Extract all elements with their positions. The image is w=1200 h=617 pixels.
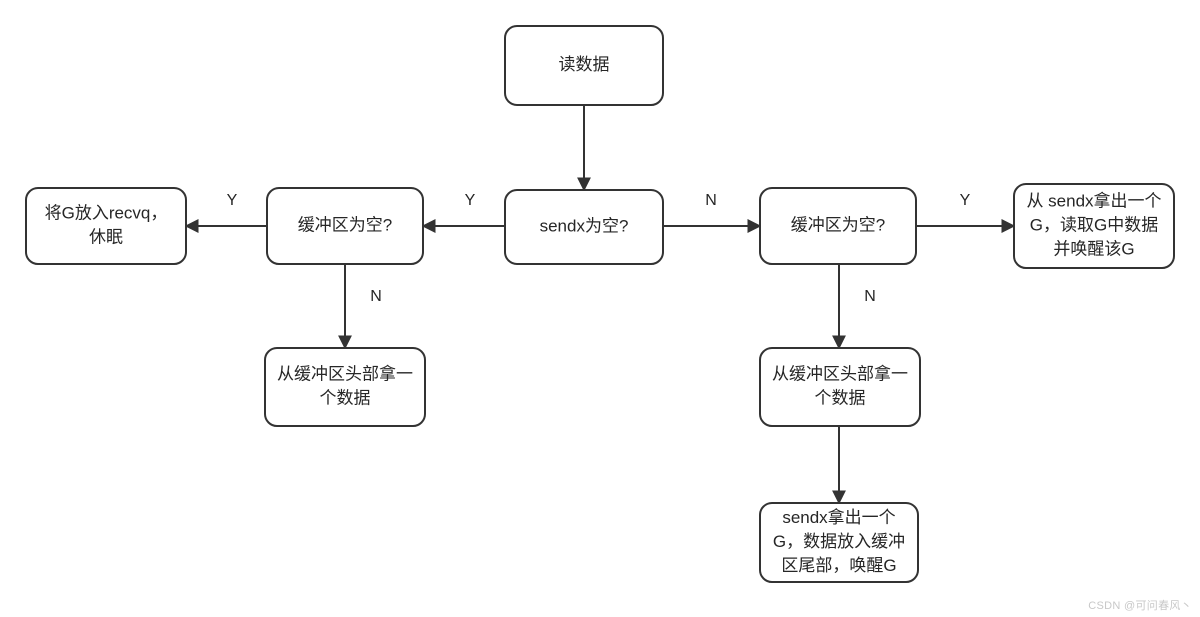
node-take-one-data-from-buffer-head-right-box[interactable]	[759, 347, 921, 427]
node-take-g-from-sendx-read-and-wake-line-2: 并唤醒该G	[1053, 239, 1134, 258]
node-take-g-from-sendx-read-and-wake-line-0: 从 sendx拿出一个	[1026, 190, 1161, 210]
node-sendx-empty-line-0: sendx为空?	[540, 216, 629, 235]
node-read-data-line-0: 读数据	[559, 55, 610, 74]
node-buffer-empty-right-line-0: 缓冲区为空?	[791, 215, 885, 234]
edge-buffer-empty-left-no-to-take-buffer-head-left: N	[338, 264, 382, 350]
nodes-layer: 读数据sendx为空?缓冲区为空?将G放入recvq，休眠从缓冲区头部拿一个数据…	[25, 25, 1175, 583]
node-buffer-empty-left-line-0: 缓冲区为空?	[298, 215, 392, 234]
node-take-g-from-sendx-read-and-wake-line-1: G，读取G中数据	[1030, 215, 1158, 234]
node-put-g-into-recvq-sleep-line-1: 休眠	[89, 227, 123, 246]
node-take-one-data-from-buffer-head-left-box[interactable]	[264, 347, 426, 427]
edge-sendx-empty-yes-to-buffer-empty-left: Y	[421, 192, 505, 233]
node-take-one-data-from-buffer-head-right-line-1: 个数据	[815, 388, 866, 407]
node-buffer-empty-left-box[interactable]	[266, 187, 424, 265]
edge-sendx-empty-no-to-buffer-empty-right: N	[663, 192, 762, 233]
edges-layer: Y Y N N Y N	[184, 105, 1016, 505]
node-sendx-take-g-put-data-to-buffer-tail-wake-box[interactable]	[759, 502, 919, 583]
node-sendx-take-g-put-data-to-buffer-tail-wake-line-0: sendx拿出一个	[782, 507, 895, 527]
node-sendx-empty-box[interactable]	[504, 189, 664, 265]
edge-buffer-empty-left-no-to-take-buffer-head-left-label: N	[370, 288, 382, 305]
edge-sendx-empty-yes-to-buffer-empty-left-label: Y	[465, 192, 476, 209]
node-sendx-empty[interactable]: sendx为空?	[504, 189, 664, 265]
node-sendx-take-g-put-data-to-buffer-tail-wake-line-2: 区尾部，唤醒G	[781, 556, 896, 575]
edge-buffer-empty-right-no-to-take-buffer-head-right: N	[832, 264, 876, 350]
node-put-g-into-recvq-sleep-line-0: 将G放入recvq，	[45, 203, 168, 222]
edge-buffer-empty-left-yes-to-put-g-recvq: Y	[184, 192, 267, 233]
node-read-data-box[interactable]	[504, 25, 664, 106]
node-put-g-into-recvq-sleep-box[interactable]	[25, 187, 187, 265]
node-put-g-into-recvq-sleep[interactable]: 将G放入recvq， 休眠	[25, 187, 187, 265]
watermark-label: CSDN @可问春风丶	[1088, 600, 1192, 612]
node-buffer-empty-right-box[interactable]	[759, 187, 917, 265]
edge-buffer-empty-right-yes-to-take-g-from-sendx: Y	[916, 192, 1016, 233]
node-read-data[interactable]: 读数据	[504, 25, 664, 106]
node-buffer-empty-left[interactable]: 缓冲区为空?	[266, 187, 424, 265]
node-buffer-empty-right[interactable]: 缓冲区为空?	[759, 187, 917, 265]
node-take-one-data-from-buffer-head-left-line-1: 个数据	[320, 388, 371, 407]
node-sendx-take-g-put-data-to-buffer-tail-wake-line-1: G，数据放入缓冲	[773, 532, 905, 551]
node-take-one-data-from-buffer-head-right-line-0: 从缓冲区头部拿一	[772, 363, 908, 383]
edge-sendx-empty-no-to-buffer-empty-right-label: N	[705, 192, 717, 209]
node-take-g-from-sendx-read-and-wake-box[interactable]	[1013, 183, 1175, 269]
edge-buffer-empty-right-yes-to-take-g-from-sendx-label: Y	[960, 192, 971, 209]
edge-buffer-empty-left-yes-to-put-g-recvq-label: Y	[227, 192, 238, 209]
edge-buffer-empty-right-no-to-take-buffer-head-right-label: N	[864, 288, 876, 305]
node-take-one-data-from-buffer-head-left-line-0: 从缓冲区头部拿一	[277, 363, 413, 383]
